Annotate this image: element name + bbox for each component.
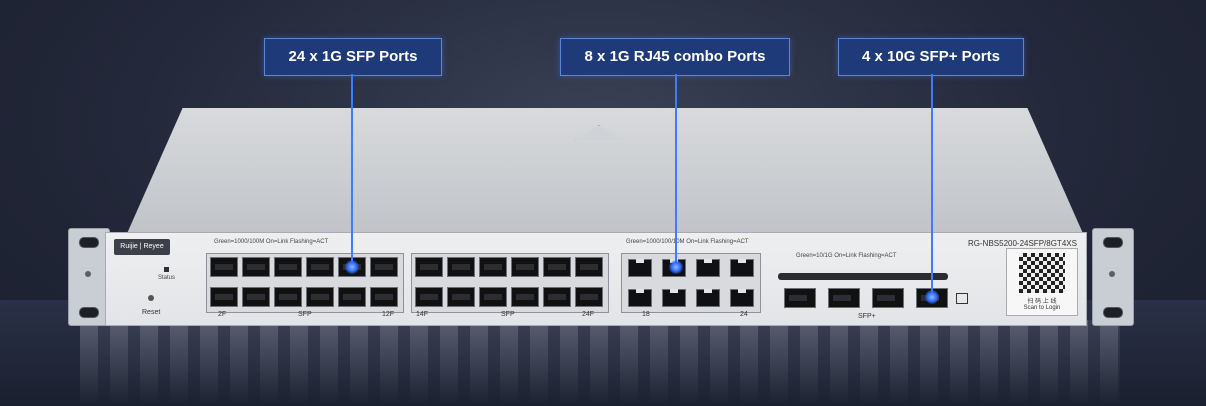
sfp-plus-label: SFP+ (858, 313, 876, 320)
sfp-group2-label: SFP (501, 311, 515, 318)
port-highlight-sfp-plus-10g (925, 290, 939, 304)
sfp-port[interactable] (447, 257, 475, 277)
sfp-group2-start: 14F (416, 311, 429, 318)
sfp-plus-led-strip (778, 273, 948, 280)
qr-title: 扫 码 上 线 (1027, 299, 1057, 305)
sfp-port[interactable] (511, 257, 539, 277)
status-label: Status (158, 275, 176, 281)
pointer-line-sfp-plus-10g (931, 74, 933, 292)
sfp-plus-port[interactable] (828, 288, 860, 308)
sfp-port-group-2 (411, 253, 609, 313)
sfp-group1-end: 12F (382, 311, 395, 318)
sfp-port[interactable] (543, 257, 571, 277)
sfp-group2-end: 24F (582, 311, 595, 318)
status-led (164, 267, 169, 272)
sfp-port[interactable] (242, 287, 270, 307)
reset-label: Reset (142, 309, 161, 316)
right-rack-ear (1092, 228, 1134, 326)
port-highlight-sfp-1g (345, 260, 359, 274)
callout-sfp-plus-10g: 4 x 10G SFP+ Ports (838, 38, 1024, 76)
sfp-group1-start: 2F (218, 311, 227, 318)
sfp-port[interactable] (511, 287, 539, 307)
sfp-port[interactable] (370, 257, 398, 277)
sfp-port[interactable] (370, 287, 398, 307)
sfp-port[interactable] (306, 287, 334, 307)
switch-top-panel (125, 108, 1085, 238)
rj45-port[interactable] (730, 259, 754, 277)
rj45-port[interactable] (628, 289, 652, 307)
sfp-group1-label: SFP (298, 311, 312, 318)
pointer-line-sfp-1g (351, 74, 353, 264)
callout-rj45-combo: 8 x 1G RJ45 combo Ports (560, 38, 790, 76)
sfp-port[interactable] (274, 287, 302, 307)
rj45-port-right-number: 24 (740, 311, 748, 318)
sfp-port[interactable] (338, 287, 366, 307)
qr-code-label: 扫 码 上 线 Scan to Login (1006, 248, 1078, 316)
rj45-port[interactable] (628, 259, 652, 277)
rj45-port-group (621, 253, 761, 313)
sfp-port[interactable] (210, 257, 238, 277)
qr-subtitle: Scan to Login (1023, 305, 1061, 311)
sfp-plus-led-legend: Green=10/1G On=Link Flashing=ACT (796, 253, 897, 259)
reset-button[interactable] (148, 295, 154, 301)
left-rack-ear (68, 228, 110, 326)
sfp-led-legend: Green=1000/100M On=Link Flashing=ACT (214, 239, 329, 245)
sfp-port[interactable] (415, 257, 443, 277)
port-highlight-rj45-combo (669, 260, 683, 274)
sfp-port[interactable] (543, 287, 571, 307)
callout-sfp-1g: 24 x 1G SFP Ports (264, 38, 442, 76)
rj45-port[interactable] (696, 289, 720, 307)
sfp-port-group-1 (206, 253, 404, 313)
rj45-port[interactable] (662, 289, 686, 307)
switch-front-panel: Ruijie | Reyee Status Reset Green=1000/1… (105, 232, 1087, 326)
sfp-port[interactable] (274, 257, 302, 277)
sfp-port[interactable] (479, 257, 507, 277)
console-port-icon (956, 293, 968, 304)
rj45-port[interactable] (696, 259, 720, 277)
pointer-line-rj45-combo (675, 74, 677, 264)
sfp-port[interactable] (575, 257, 603, 277)
sfp-plus-port[interactable] (872, 288, 904, 308)
sfp-port[interactable] (447, 287, 475, 307)
sfp-port[interactable] (210, 287, 238, 307)
sfp-port[interactable] (415, 287, 443, 307)
switch-reflection (80, 320, 1120, 406)
rj45-port-left-number: 18 (642, 311, 650, 318)
rj45-port[interactable] (730, 289, 754, 307)
sfp-plus-port[interactable] (784, 288, 816, 308)
sfp-port[interactable] (575, 287, 603, 307)
sfp-port[interactable] (479, 287, 507, 307)
rj45-led-legend: Green=1000/100/10M On=Link Flashing=ACT (626, 239, 749, 245)
brand-logo: Ruijie | Reyee (114, 239, 170, 255)
sfp-port[interactable] (306, 257, 334, 277)
qr-code-icon (1019, 253, 1065, 293)
sfp-port[interactable] (242, 257, 270, 277)
model-number: RG-NBS5200-24SFP/8GT4XS (968, 239, 1077, 248)
